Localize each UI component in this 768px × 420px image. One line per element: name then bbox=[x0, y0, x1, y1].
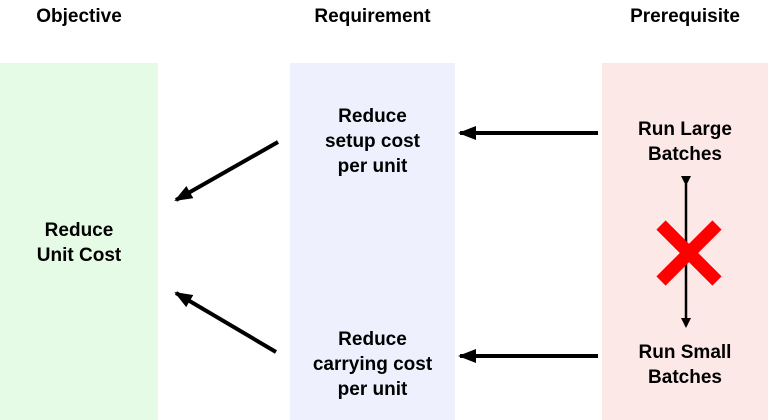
objective-line-1: Reduce bbox=[44, 220, 114, 241]
objective-node: Reduce Unit Cost bbox=[0, 218, 158, 268]
requirement-column bbox=[290, 63, 455, 420]
prerequisite-small-line-1: Run Small bbox=[638, 342, 732, 363]
conflict-x-icon bbox=[656, 220, 722, 286]
requirement-carrying-line-1: Reduce bbox=[338, 329, 407, 350]
requirement-header: Requirement bbox=[314, 6, 431, 27]
requirement-setup-line-1: Reduce bbox=[338, 106, 407, 127]
arrow-setup-to-objective bbox=[174, 140, 279, 202]
prerequisite-header: Prerequisite bbox=[630, 6, 740, 27]
requirement-setup-line-2: setup cost bbox=[324, 131, 421, 152]
prerequisite-large-line-1: Run Large bbox=[638, 119, 732, 140]
objective-header: Objective bbox=[36, 6, 122, 27]
prerequisite-large-line-2: Batches bbox=[648, 144, 722, 165]
requirement-setup-node: Reduce setup cost per unit bbox=[290, 104, 455, 179]
prerequisite-large-batches-node: Run Large Batches bbox=[602, 117, 768, 167]
requirement-setup-line-3: per unit bbox=[337, 156, 408, 177]
prerequisite-small-line-2: Batches bbox=[648, 367, 722, 388]
requirement-carrying-node: Reduce carrying cost per unit bbox=[290, 327, 455, 402]
arrow-carrying-to-objective bbox=[174, 291, 278, 354]
prerequisite-small-batches-node: Run Small Batches bbox=[602, 340, 768, 390]
objective-line-2: Unit Cost bbox=[36, 245, 122, 266]
objective-column bbox=[0, 63, 158, 420]
requirement-carrying-line-3: per unit bbox=[337, 379, 408, 400]
requirement-carrying-line-2: carrying cost bbox=[312, 354, 433, 375]
